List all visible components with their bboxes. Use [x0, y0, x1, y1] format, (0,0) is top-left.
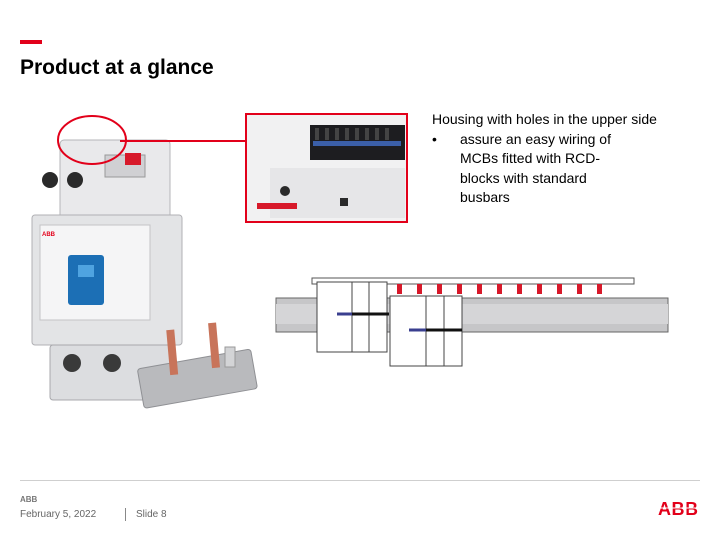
callout-line [120, 140, 245, 142]
footer-slide-number: Slide 8 [136, 509, 167, 520]
busbar-top-rail [311, 277, 635, 285]
svg-text:ABB: ABB [20, 495, 38, 503]
description-block: Housing with holes in the upper side • a… [432, 110, 672, 208]
device-toggle [68, 255, 104, 305]
svg-text:ABB: ABB [42, 232, 56, 238]
busbar-diagram [275, 277, 669, 367]
bullet-item: • assure an easy wiring of MCBs fitted w… [432, 130, 672, 208]
footer-separator [125, 508, 126, 521]
abb-logo-small-icon: ABB [20, 495, 38, 503]
title-accent-bar [20, 40, 42, 44]
bullet-symbol: • [432, 130, 437, 147]
housing-detail-photo [245, 113, 408, 223]
abb-logo-icon: ABB [658, 499, 702, 517]
description-heading: Housing with holes in the upper side [432, 111, 657, 127]
bullet-text: assure an easy wiring of MCBs fitted wit… [460, 130, 611, 206]
footer-date: February 5, 2022 [20, 509, 97, 520]
page-title: Product at a glance [20, 56, 214, 79]
footer-divider [20, 480, 700, 481]
busbar-teeth [397, 284, 602, 294]
rcd-device-photo: ABB [31, 115, 258, 409]
